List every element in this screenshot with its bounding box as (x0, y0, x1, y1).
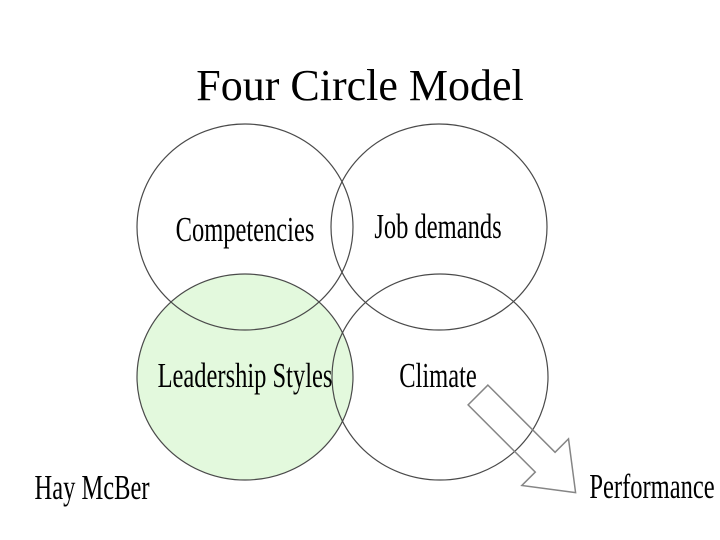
label-leadership-styles: Leadership Styles (157, 355, 333, 395)
label-competencies: Competencies (175, 209, 315, 249)
performance-arrow (467, 384, 577, 494)
label-climate: Climate (399, 355, 477, 395)
circle-outlines (136, 123, 549, 481)
label-performance: Performance (589, 466, 715, 506)
label-job-demands: Job demands (374, 206, 502, 246)
climate-circle (331, 273, 549, 481)
job-demands-circle (330, 123, 548, 331)
slide-title: Four Circle Model (196, 61, 524, 110)
leadership-styles-circle (136, 273, 354, 481)
performance-arrow-group (467, 384, 577, 494)
competencies-circle (136, 123, 354, 331)
attribution-text: Hay McBer (34, 467, 150, 507)
leadership-styles-circle-fill (137, 274, 353, 480)
